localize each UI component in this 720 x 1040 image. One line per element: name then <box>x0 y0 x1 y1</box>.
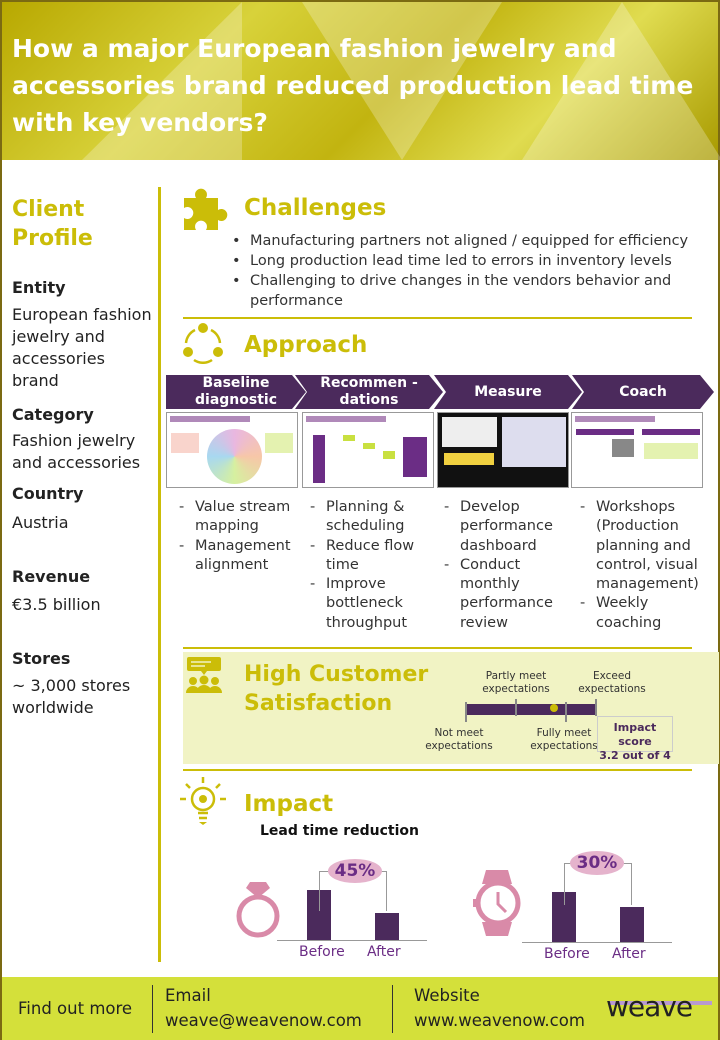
category-label: Category <box>12 405 94 424</box>
revenue-value: €3.5 billion <box>12 595 101 614</box>
country-value: Austria <box>12 513 69 532</box>
ring-icon <box>236 882 280 938</box>
footer <box>2 977 718 1040</box>
scale-label-not-meet: Not meet expectations <box>425 727 493 752</box>
impact-score-box: Impact score 3.2 out of 4 <box>597 716 673 762</box>
list-item: Long production lead time led to errors … <box>232 251 692 271</box>
step-baseline: Baseline diagnostic <box>166 375 306 409</box>
challenges-list: Manufacturing partners not aligned / equ… <box>232 231 692 311</box>
step-coach: Coach <box>572 375 714 409</box>
challenges-heading: Challenges <box>244 195 387 221</box>
step-measure: Measure <box>434 375 582 409</box>
divider <box>392 985 393 1033</box>
email-label: Email <box>165 986 211 1005</box>
country-label: Country <box>12 484 84 503</box>
chart-axis <box>522 942 672 943</box>
page-title: How a major European fashion jewelry and… <box>12 34 694 137</box>
list-item: Develop performance dashboard <box>442 498 562 556</box>
puzzle-icon <box>184 188 228 230</box>
email-link[interactable]: weave@weavenow.com <box>165 1011 362 1030</box>
divider <box>183 317 692 319</box>
chart-axis <box>277 940 427 941</box>
recommendations-items: Planning & scheduling Reduce flow time I… <box>308 498 428 633</box>
entity-label: Entity <box>12 278 66 297</box>
cycle-icon <box>183 323 223 364</box>
logo-stripe <box>608 1001 712 1005</box>
chart-x-label: Before <box>544 946 590 962</box>
impact-heading: Impact <box>244 791 334 817</box>
impact-score-label: Impact score <box>613 721 657 748</box>
stores-label: Stores <box>12 649 71 668</box>
approach-heading: Approach <box>244 332 368 358</box>
chart-x-label: After <box>612 946 646 962</box>
lightbulb-icon <box>180 777 226 825</box>
watch-icon <box>473 870 521 936</box>
chart-bar-after <box>620 907 644 942</box>
thumbnail-measure <box>437 412 569 488</box>
website-label: Website <box>414 986 480 1005</box>
divider <box>158 187 161 962</box>
step-recommendations: Recommen -dations <box>295 375 443 409</box>
tick <box>465 702 467 722</box>
entity-value: European fashion jewelry and accessories… <box>12 305 152 390</box>
satisfaction-panel <box>183 652 719 764</box>
coach-items: Workshops (Production planning and contr… <box>578 498 708 633</box>
list-item: Management alignment <box>177 537 297 576</box>
stores-value: ~ 3,000 stores worldwide <box>12 676 131 717</box>
divider <box>152 985 153 1033</box>
scale-label-fully-meet: Fully meet expectations <box>530 727 598 752</box>
weave-logo: weave <box>606 990 693 1023</box>
reduction-percent: 30% <box>570 851 624 875</box>
chart-bar-after <box>375 912 399 940</box>
thumbnail-recommendations <box>302 412 434 488</box>
divider <box>183 647 692 649</box>
chart-x-label: After <box>367 944 401 960</box>
tick <box>565 702 567 722</box>
tick <box>515 699 517 716</box>
satisfaction-heading: High Customer Satisfaction <box>244 662 429 716</box>
list-item: Improve bottleneck throughput <box>308 575 428 633</box>
satisfaction-scale-bar <box>465 704 597 715</box>
list-item: Challenging to drive changes in the vend… <box>232 271 692 311</box>
revenue-label: Revenue <box>12 567 91 586</box>
thumbnail-baseline <box>166 412 298 488</box>
chart-x-label: Before <box>299 944 345 960</box>
list-item: Workshops (Production planning and contr… <box>578 498 708 594</box>
impact-subtitle: Lead time reduction <box>260 823 419 839</box>
measure-items: Develop performance dashboard Conduct mo… <box>442 498 562 633</box>
impact-score-value: 3.2 out of 4 <box>599 749 671 762</box>
reduction-percent: 45% <box>328 859 382 883</box>
list-item: Planning & scheduling <box>308 498 428 537</box>
score-marker <box>549 704 558 712</box>
scale-label-exceed: Exceed expectations <box>578 670 646 695</box>
list-item: Reduce flow time <box>308 537 428 576</box>
baseline-items: Value stream mapping Management alignmen… <box>177 498 297 575</box>
website-link[interactable]: www.weavenow.com <box>414 1011 585 1030</box>
list-item: Weekly coaching <box>578 594 708 633</box>
tick <box>595 699 597 716</box>
thumbnail-coach <box>571 412 703 488</box>
list-item: Conduct monthly performance review <box>442 556 562 633</box>
client-profile-heading: Client Profile <box>12 197 93 251</box>
header-banner <box>2 2 720 160</box>
find-out-more: Find out more <box>18 999 133 1018</box>
customers-icon <box>186 657 222 693</box>
list-item: Value stream mapping <box>177 498 297 537</box>
scale-label-partly-meet: Partly meet expectations <box>482 670 550 695</box>
category-value: Fashion jewelry and accessories <box>12 431 141 472</box>
list-item: Manufacturing partners not aligned / equ… <box>232 231 692 251</box>
divider <box>183 769 692 771</box>
